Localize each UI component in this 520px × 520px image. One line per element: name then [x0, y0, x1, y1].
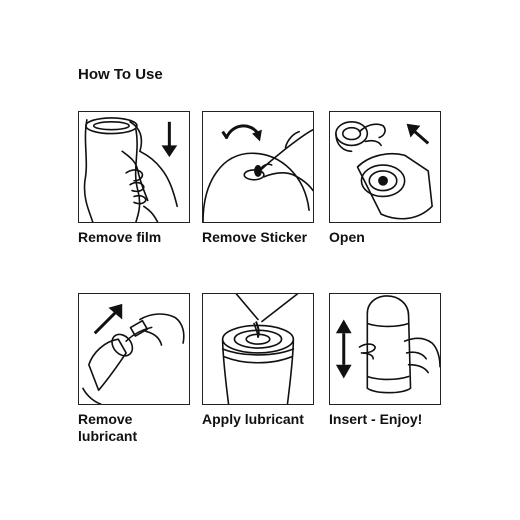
remove-film-illustration: [79, 112, 189, 222]
step-label: Remove Sticker: [202, 229, 318, 246]
step-illustration: [202, 293, 314, 405]
open-illustration: [330, 112, 440, 222]
step-illustration: [78, 293, 190, 405]
double-arrow-vertical-icon: [336, 320, 352, 379]
step-insert-enjoy: Insert - Enjoy!: [329, 293, 445, 428]
page-title: How To Use: [78, 66, 163, 83]
arrow-up-right-icon: [95, 304, 123, 333]
step-apply-lubricant: Apply lubricant: [202, 293, 318, 428]
step-illustration: [202, 111, 314, 223]
step-open: Open: [329, 111, 445, 246]
apply-lubricant-illustration: [203, 294, 313, 404]
arrow-up-left-icon: [407, 124, 429, 144]
step-remove-lubricant: Remove lubricant: [78, 293, 194, 445]
step-illustration: [329, 293, 441, 405]
step-remove-film: Remove film: [78, 111, 194, 246]
insert-enjoy-illustration: [330, 294, 440, 404]
step-label: Remove film: [78, 229, 194, 246]
arrow-down-icon: [162, 122, 178, 157]
curved-arrow-icon: [223, 126, 262, 142]
remove-lubricant-illustration: [79, 294, 189, 404]
step-label: Open: [329, 229, 445, 246]
step-illustration: [329, 111, 441, 223]
remove-sticker-illustration: [203, 112, 313, 222]
step-remove-sticker: Remove Sticker: [202, 111, 318, 246]
step-illustration: [78, 111, 190, 223]
step-label: Apply lubricant: [202, 411, 318, 428]
step-label: Insert - Enjoy!: [329, 411, 445, 428]
step-label: Remove lubricant: [78, 411, 194, 445]
